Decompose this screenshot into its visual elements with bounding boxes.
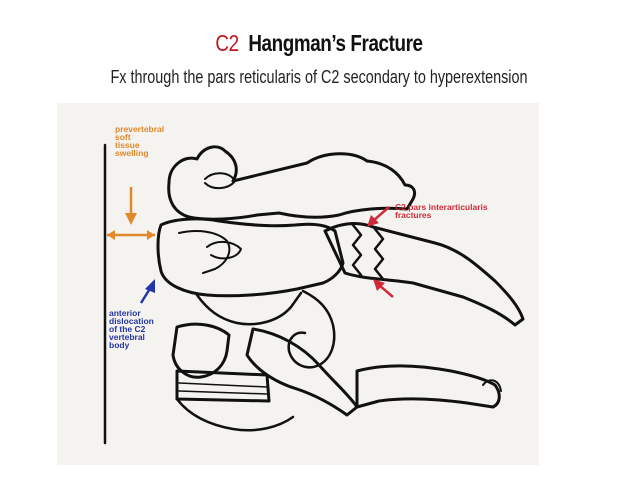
c2-pedicle	[195, 291, 303, 326]
c1-vertebra	[167, 145, 417, 221]
c4-body	[175, 369, 271, 403]
c4-spinous-tip	[482, 379, 502, 392]
c3-body	[171, 322, 231, 379]
dislocation-arrow-head	[145, 279, 155, 293]
page-subtitle: Fx through the pars reticularis of C2 se…	[110, 67, 528, 87]
spine-drawing	[103, 143, 525, 445]
c2-posterior-arch	[323, 222, 525, 327]
fracture-line-1	[351, 223, 363, 277]
fracture-arrow-upper-head	[367, 215, 379, 227]
page-title: C2 Hangman’s Fracture	[57, 30, 580, 57]
fracture-arrow-lower-head	[373, 279, 385, 291]
c4-shading	[178, 382, 268, 388]
title-prefix: C2	[215, 30, 239, 56]
c4-spinous	[355, 364, 501, 409]
title-main: Hangman’s Fracture	[248, 30, 423, 56]
prevertebral-arrow-head	[125, 213, 137, 225]
label-pars-fractures: C2 pars interarticularis fractures	[395, 202, 488, 220]
c2-foramen	[206, 241, 242, 260]
label-prevertebral-swelling: prevertebral soft tissue swelling	[115, 124, 165, 158]
soft-tissue-arrow-left	[107, 230, 115, 240]
c4-lower	[175, 397, 295, 432]
soft-tissue-arrow-right	[147, 230, 155, 240]
fracture-line-2	[373, 227, 385, 281]
label-anterior-dislocation: anterior dislocation of the C2 vertebral…	[109, 308, 154, 350]
c1-foramen	[204, 172, 236, 189]
c3-posterior	[245, 327, 359, 417]
fracture-arrow-lower	[378, 284, 394, 298]
c2-inner-contour	[178, 230, 231, 274]
c4-shading	[178, 390, 268, 395]
spine-diagram: prevertebral soft tissue swelling C2 par…	[57, 103, 539, 465]
c2-body	[156, 217, 345, 298]
fracture-arrow-upper	[372, 206, 390, 222]
